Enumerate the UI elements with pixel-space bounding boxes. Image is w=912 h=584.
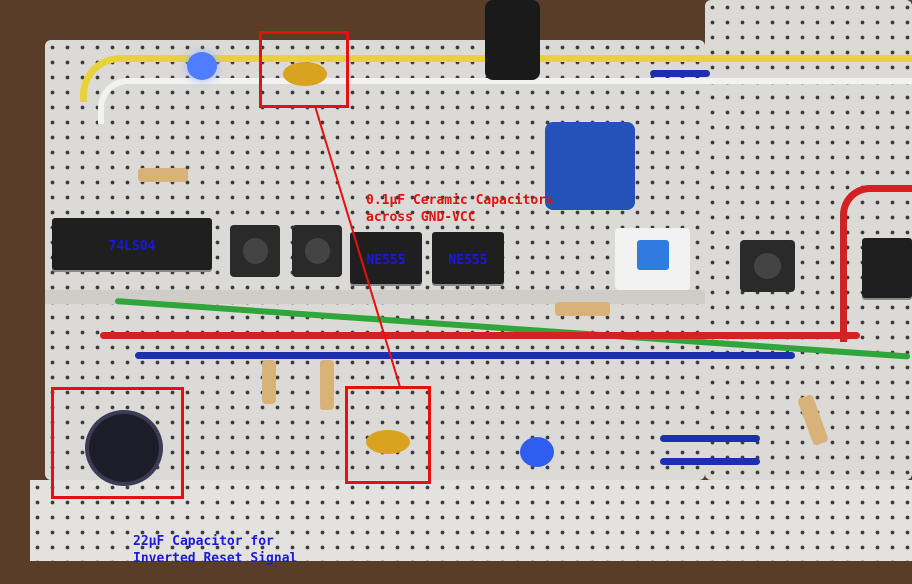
push-button[interactable] <box>230 225 280 277</box>
wire-blue <box>135 352 795 359</box>
electrolytic-cap-bottom <box>85 410 163 486</box>
chip-label: 74LS04 <box>108 238 156 254</box>
ceramic-cap-annotation: 0.1µF Ceramic Capacitors across GND-VCC <box>366 175 554 243</box>
highlight-box-electrolytic <box>51 387 184 499</box>
chip-label: NE555 <box>448 252 488 268</box>
resistor <box>555 302 610 316</box>
ceramic-cap-top <box>283 62 327 86</box>
wire-blue-short <box>650 70 710 77</box>
wire-blue-short <box>660 458 760 465</box>
annotation-connector-line <box>314 105 401 388</box>
resistor <box>320 360 334 410</box>
chip-ne555-2: NE555 <box>432 232 504 284</box>
resistor <box>138 168 188 182</box>
annotation-line: 22µF Capacitor for <box>133 534 274 549</box>
resistor <box>262 360 276 404</box>
ceramic-cap-bottom <box>366 430 410 454</box>
board-divider <box>45 290 705 304</box>
blue-led-bottom <box>520 437 554 467</box>
annotation-line: 0.1µF Ceramic Capacitors <box>366 193 554 208</box>
blue-led <box>187 52 217 80</box>
push-button[interactable] <box>292 225 342 277</box>
wire-white <box>98 78 912 124</box>
annotation-line: Inverted Reset Signal <box>133 551 298 566</box>
chip-74ls04: 74LS04 <box>52 218 212 270</box>
wire-red-right <box>840 185 912 342</box>
push-button[interactable] <box>740 240 795 292</box>
chip-right <box>862 238 912 298</box>
electrolytic-cap-top <box>485 0 540 80</box>
blue-switch[interactable] <box>615 228 690 290</box>
wire-blue-short <box>660 435 760 442</box>
breadboard-bottom <box>30 480 912 561</box>
annotation-line: across GND-VCC <box>366 210 476 225</box>
highlight-box-ceramic-bottom <box>345 386 431 484</box>
potentiometer <box>545 122 635 210</box>
wire-red <box>100 332 860 339</box>
highlight-box-ceramic-top <box>259 31 349 108</box>
chip-label: NE555 <box>366 252 406 268</box>
